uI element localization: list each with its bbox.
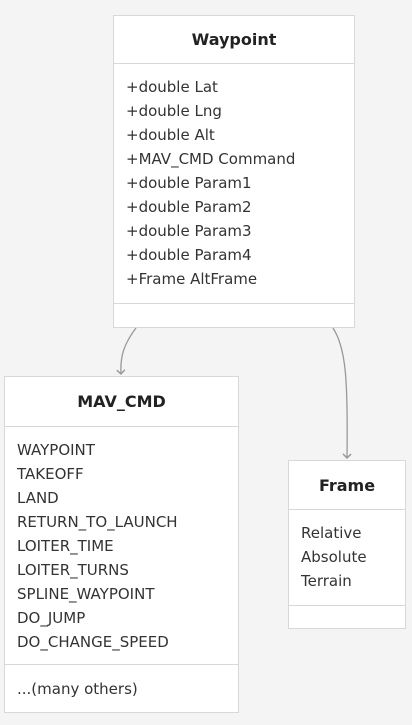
- enum-value: WAYPOINT: [17, 441, 95, 459]
- edge-waypoint-to-mav-cmd: [116, 327, 137, 376]
- class-mav-cmd-methods: ...(many others): [5, 665, 238, 712]
- method: ...(many others): [17, 680, 138, 698]
- class-frame-methods: [289, 606, 405, 628]
- enum-value: TAKEOFF: [17, 465, 84, 483]
- attribute: +double Param3: [126, 222, 252, 240]
- class-mav-cmd-attributes: WAYPOINT TAKEOFF LAND RETURN_TO_LAUNCH L…: [5, 427, 238, 665]
- attribute: +Frame AltFrame: [126, 270, 258, 288]
- enum-value: RETURN_TO_LAUNCH: [17, 513, 178, 531]
- class-frame-attributes: Relative Absolute Terrain: [289, 510, 405, 606]
- class-frame[interactable]: Frame Relative Absolute Terrain: [288, 460, 406, 629]
- enum-value: Relative: [301, 524, 362, 542]
- enum-value: DO_JUMP: [17, 609, 86, 627]
- attribute: +MAV_CMD Command: [126, 150, 296, 168]
- enum-value: Terrain: [301, 572, 352, 590]
- attribute: +double Lng: [126, 102, 222, 120]
- attribute: +double Param1: [126, 174, 252, 192]
- enum-value: LAND: [17, 489, 59, 507]
- class-waypoint[interactable]: Waypoint +double Lat +double Lng +double…: [113, 15, 355, 328]
- attribute: +double Alt: [126, 126, 215, 144]
- attribute: +double Param2: [126, 198, 252, 216]
- enum-value: SPLINE_WAYPOINT: [17, 585, 155, 603]
- attribute: +double Param4: [126, 246, 252, 264]
- class-mav-cmd[interactable]: MAV_CMD WAYPOINT TAKEOFF LAND RETURN_TO_…: [4, 376, 239, 713]
- attribute: +double Lat: [126, 78, 218, 96]
- class-frame-name: Frame: [289, 461, 405, 510]
- class-waypoint-methods: [114, 304, 354, 327]
- class-mav-cmd-name: MAV_CMD: [5, 377, 238, 427]
- enum-value: DO_CHANGE_SPEED: [17, 633, 169, 651]
- enum-value: LOITER_TURNS: [17, 561, 129, 579]
- edge-waypoint-to-frame: [332, 327, 352, 460]
- class-waypoint-name: Waypoint: [114, 16, 354, 64]
- enum-value: LOITER_TIME: [17, 537, 114, 555]
- class-waypoint-attributes: +double Lat +double Lng +double Alt +MAV…: [114, 64, 354, 304]
- enum-value: Absolute: [301, 548, 367, 566]
